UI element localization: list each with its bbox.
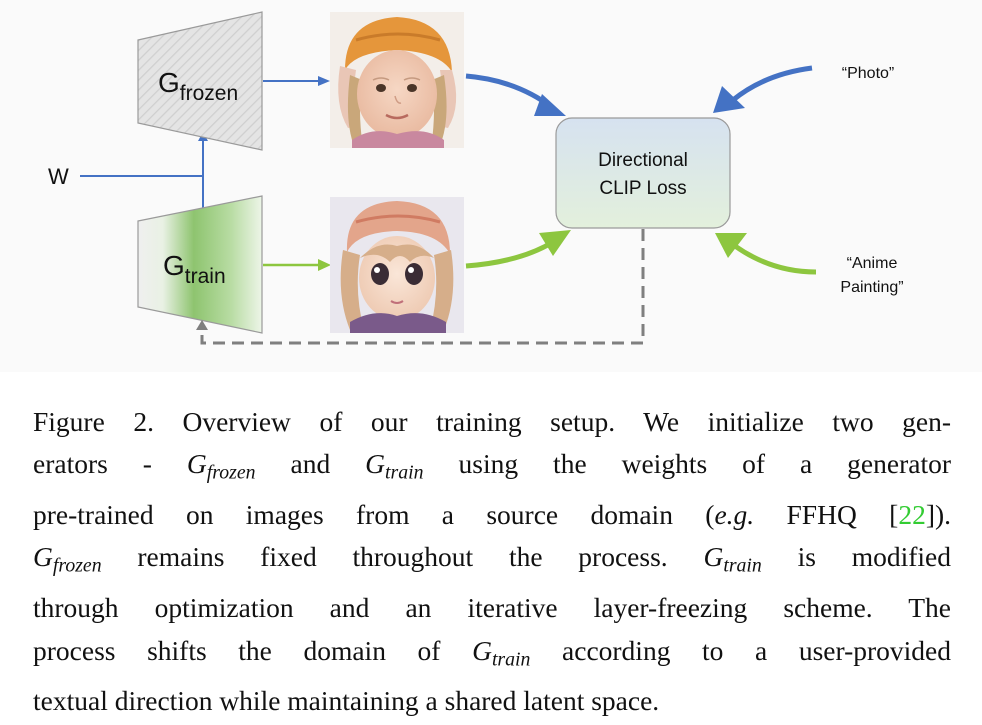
anime-image-to-loss-arrowhead (539, 230, 571, 256)
caption-line-5: through optimization and an iterative la… (33, 592, 951, 624)
photo-text-to-loss-arrowhead (713, 86, 745, 113)
caption-line-1: Figure 2. Overview of our training setup… (33, 406, 951, 437)
photo-prompt: “Photo” (842, 65, 894, 82)
anime-text-to-loss-arrowhead (715, 233, 747, 258)
loss-box-line2: CLIP Loss (599, 178, 686, 199)
caption-line-4: Gfrozen remains fixed throughout the pro… (33, 541, 951, 577)
loss-box-line1: Directional (598, 150, 688, 171)
citation-ref[interactable]: 22 (898, 499, 926, 531)
anime-prompt-line1: “Anime (847, 255, 898, 272)
anime-image-to-loss-arrow (465, 239, 555, 269)
caption-line-6: process shifts the domain of Gtrain acco… (33, 634, 952, 671)
g-train-label: Gtrain (163, 250, 226, 288)
anime-face-image (330, 197, 464, 333)
photo-text-to-loss-arrow (731, 65, 813, 102)
photo-face-image (330, 12, 464, 148)
loss-feedback-dashed-line (200, 229, 645, 345)
g-train-generator (137, 195, 263, 334)
anime-text-to-loss-arrow (733, 243, 817, 275)
figure-caption: Figure 2. Overview of our training setup… (33, 401, 951, 723)
g-frozen-label: Gfrozen (158, 67, 238, 105)
caption-line-2: erators - Gfrozen and Gtrain using the w… (33, 448, 952, 484)
caption-line-3: pre-trained on images from a source doma… (33, 499, 952, 531)
g-frozen-generator (137, 11, 263, 151)
directional-clip-loss-box (555, 117, 731, 229)
feedback-arrowhead (196, 320, 208, 330)
photo-image-to-loss-arrowhead (534, 94, 566, 116)
frozen-to-image-arrowhead (318, 76, 330, 86)
caption-line-7: textual direction while maintaining a sh… (33, 685, 660, 717)
train-to-image-arrowhead (318, 259, 331, 271)
anime-prompt-line2: Painting” (840, 279, 903, 296)
w-label: W (48, 164, 69, 189)
